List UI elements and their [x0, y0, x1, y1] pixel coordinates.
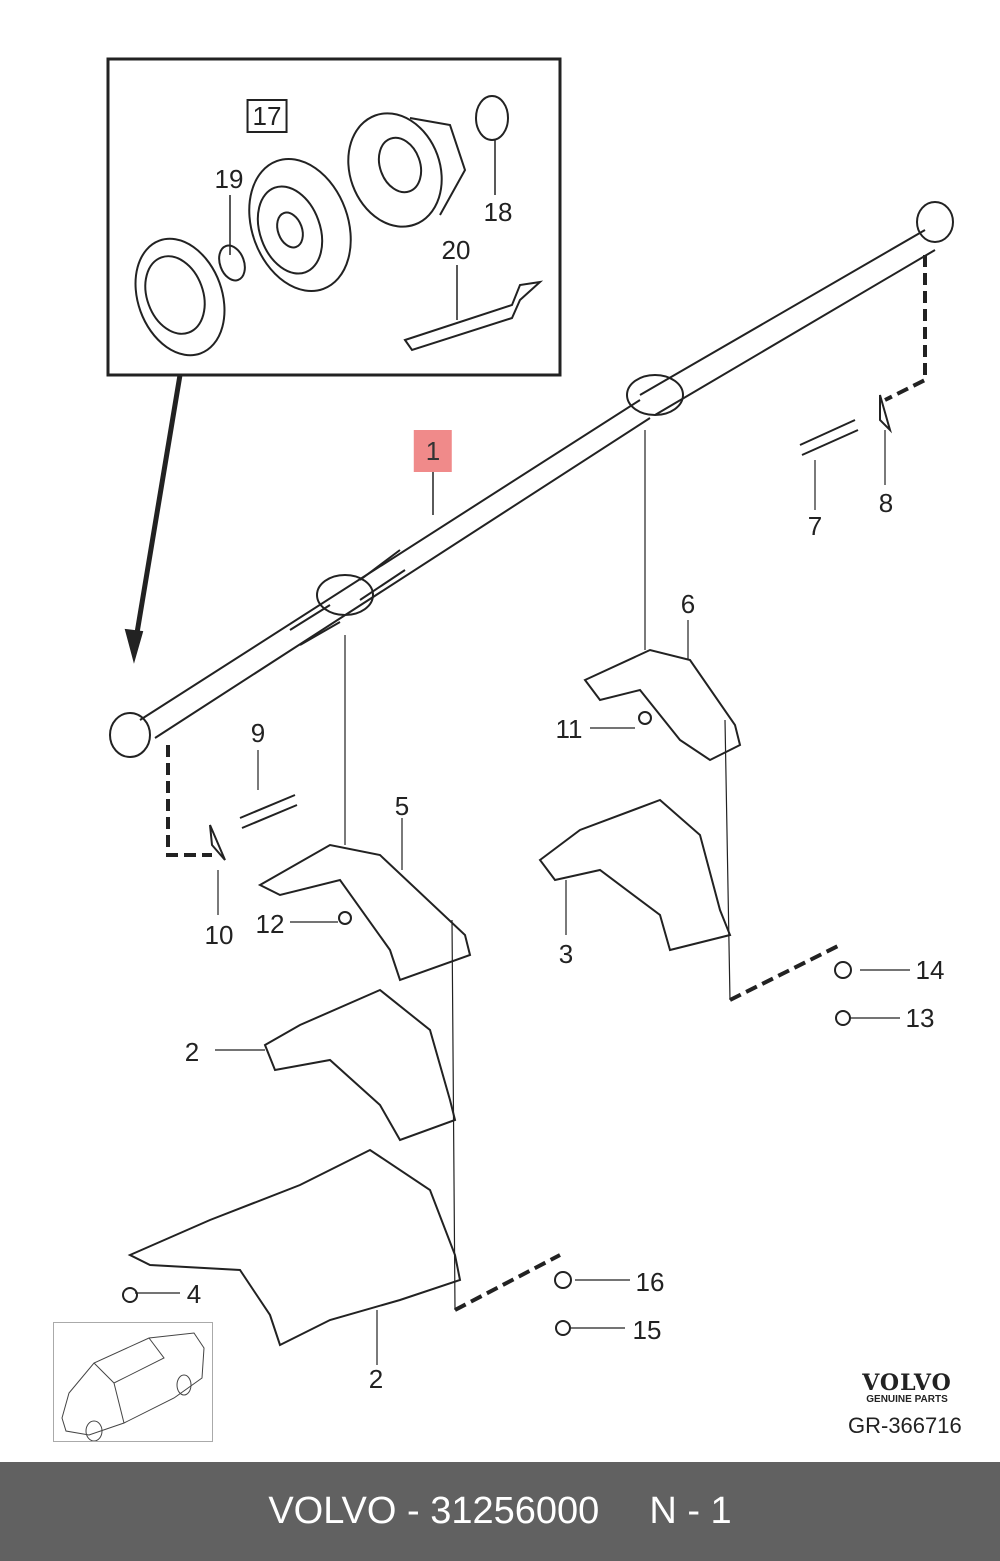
- callout-10[interactable]: 10: [204, 920, 234, 950]
- callout-5[interactable]: 5: [394, 791, 410, 821]
- diagram-reference: GR-366716: [848, 1413, 962, 1438]
- bolt-icon: [239, 794, 298, 829]
- callout-14[interactable]: 14: [915, 955, 945, 985]
- callout-13[interactable]: 13: [905, 1003, 935, 1033]
- flange-icon: [134, 237, 226, 357]
- washer-icon: [834, 961, 852, 979]
- footer-separator: -: [396, 1490, 431, 1532]
- volvo-genuine-parts-logo: VOLVO GENUINE PARTS: [852, 1370, 962, 1405]
- grease-tube-icon: [403, 280, 544, 352]
- bearing-bracket-icon: [257, 843, 472, 982]
- callout-6[interactable]: 6: [680, 589, 696, 619]
- heat-shield-icon: [127, 1148, 462, 1347]
- cv-joint-icon: [248, 158, 352, 292]
- heat-shield-icon: [538, 798, 732, 952]
- clip-nut-icon: [122, 1287, 138, 1303]
- callout-15[interactable]: 15: [632, 1315, 662, 1345]
- callout-17-inset-label[interactable]: 17: [246, 99, 288, 133]
- bolt-icon: [799, 419, 859, 456]
- circlip-icon: [218, 244, 246, 282]
- propeller-shaft-icon: [109, 201, 954, 758]
- callout-16[interactable]: 16: [635, 1267, 665, 1297]
- callout-19[interactable]: 19: [214, 164, 244, 194]
- inset-pointer-arrow: [132, 374, 183, 646]
- callout-18[interactable]: 18: [483, 197, 513, 227]
- seal-ring-icon: [475, 95, 509, 141]
- bearing-bracket-icon: [583, 648, 742, 762]
- callout-3[interactable]: 3: [558, 939, 574, 969]
- brand-name: VOLVO: [862, 1370, 952, 1396]
- footer-make: VOLVO: [268, 1490, 397, 1532]
- callout-7[interactable]: 7: [807, 511, 823, 541]
- car-icon: [61, 1332, 205, 1442]
- footer-position: N - 1: [649, 1490, 732, 1532]
- callout-11[interactable]: 11: [555, 714, 583, 744]
- vehicle-thumbnail: [53, 1322, 213, 1442]
- exploded-parts-diagram: [106, 57, 954, 1365]
- callout-2b[interactable]: 2: [368, 1364, 384, 1394]
- bolt-icon: [555, 1320, 571, 1336]
- callout-2[interactable]: 2: [184, 1037, 200, 1067]
- brand-subtitle: GENUINE PARTS: [866, 1394, 948, 1405]
- callout-20[interactable]: 20: [441, 235, 471, 265]
- nut-icon: [638, 711, 652, 725]
- callout-4[interactable]: 4: [186, 1279, 202, 1309]
- washer-icon: [554, 1271, 572, 1289]
- part-footer-bar: VOLVO - 31256000 N - 1: [0, 1462, 1000, 1561]
- callout-8[interactable]: 8: [878, 488, 894, 518]
- bolt-icon: [835, 1010, 851, 1026]
- bracket-icon: [879, 394, 893, 434]
- bracket-icon: [209, 824, 226, 861]
- callout-12[interactable]: 12: [255, 909, 285, 939]
- callout-9[interactable]: 9: [250, 718, 266, 748]
- inset-frame: [106, 57, 562, 377]
- nut-icon: [338, 911, 352, 925]
- heat-shield-icon: [263, 988, 457, 1142]
- boot-flange-icon: [347, 112, 467, 228]
- callout-1[interactable]: 1: [413, 430, 453, 472]
- footer-part-number: 31256000: [430, 1490, 600, 1532]
